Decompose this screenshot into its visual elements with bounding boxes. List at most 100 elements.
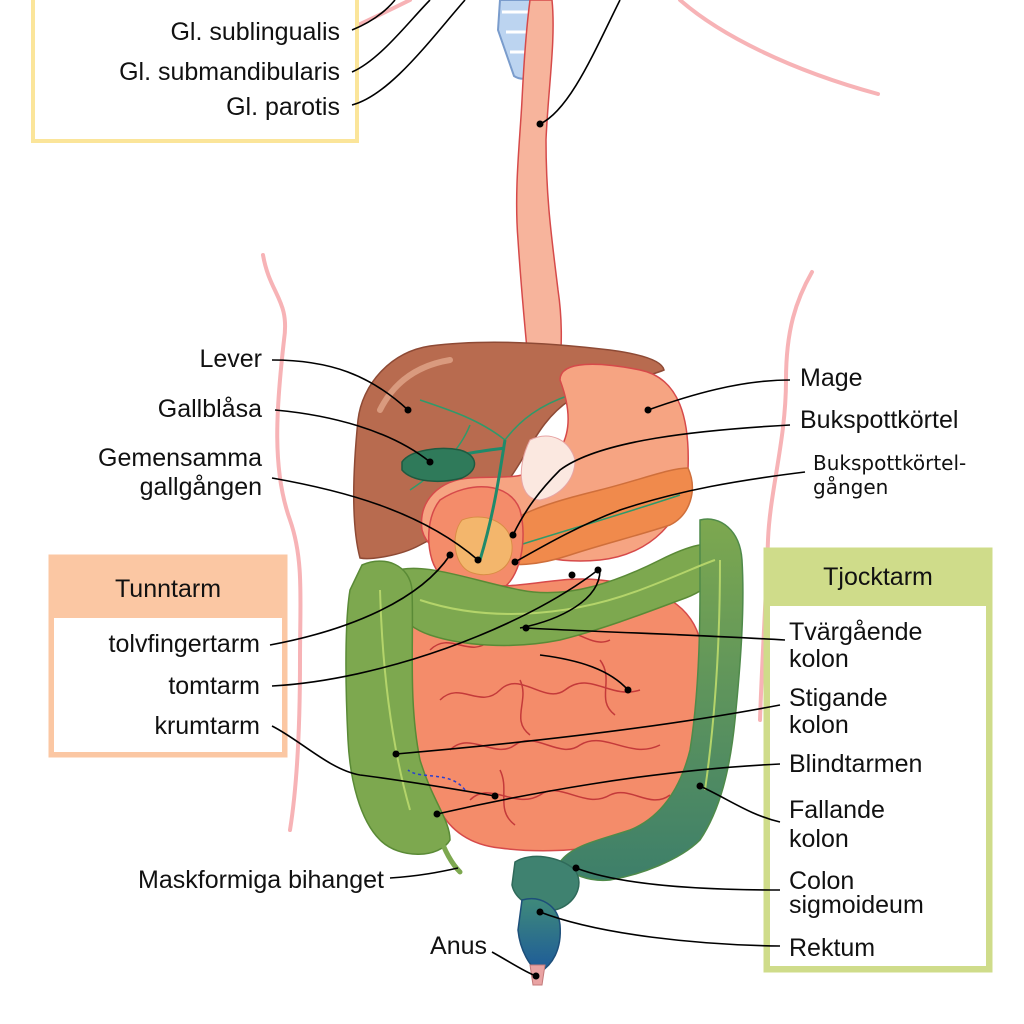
leader-sigmoid bbox=[575, 867, 781, 891]
label-descending-1: Fallande bbox=[789, 796, 885, 824]
dot-gallbladder bbox=[426, 458, 434, 466]
label-anus: Anus bbox=[430, 932, 487, 960]
torso-left-line bbox=[261, 253, 303, 832]
dot-esophagus bbox=[536, 120, 544, 128]
label-submandibular: Gl. submandibularis bbox=[119, 58, 340, 86]
dot-liver bbox=[404, 406, 412, 414]
leader-jejunum-2 bbox=[519, 569, 601, 629]
leader-parotid bbox=[351, 0, 466, 106]
gallbladder bbox=[401, 447, 476, 483]
label-stomach: Mage bbox=[800, 364, 863, 392]
large-intestine-header: Tjocktarm bbox=[823, 563, 933, 591]
salivary-glands-box bbox=[31, 0, 359, 143]
label-transverse-2: kolon bbox=[789, 645, 849, 673]
stomach-inner bbox=[520, 435, 576, 501]
leader-duodenum bbox=[269, 554, 451, 646]
leader-bile-duct bbox=[271, 477, 479, 561]
leader-ileum bbox=[271, 725, 496, 797]
colon-taenia bbox=[379, 559, 721, 811]
leader-ileum-loop bbox=[539, 654, 629, 691]
leader-descending bbox=[699, 785, 781, 823]
label-parotid: Gl. parotis bbox=[226, 93, 340, 121]
dot-transverse bbox=[522, 624, 530, 632]
vessel-1 bbox=[419, 399, 506, 441]
pancreatic-duct-line bbox=[509, 494, 681, 549]
leader-cecum bbox=[436, 763, 781, 815]
leader-lines bbox=[269, 0, 806, 977]
small-intestine-list-box bbox=[54, 618, 282, 752]
leader-transverse bbox=[525, 627, 786, 641]
dot-ascending bbox=[392, 750, 400, 758]
large-intestine-list-box bbox=[770, 606, 986, 966]
label-rectum: Rektum bbox=[789, 934, 875, 962]
dot-cecum bbox=[433, 810, 441, 818]
bile-duct-main bbox=[478, 439, 507, 561]
coil-2 bbox=[439, 682, 641, 701]
leader-liver bbox=[271, 359, 409, 411]
liver-highlight bbox=[377, 357, 453, 413]
label-gallbladder: Gallblåsa bbox=[158, 395, 262, 423]
label-transverse-1: Tvärgående bbox=[789, 618, 922, 646]
shoulder-right-line bbox=[678, 0, 880, 96]
coil-4 bbox=[469, 789, 671, 801]
large-intestine-labels: Tjocktarm Tvärgående kolon Stigande kolo… bbox=[789, 563, 933, 962]
dot-ileum-loop bbox=[624, 686, 632, 694]
leader-pancreas bbox=[512, 424, 791, 536]
leader-pancreatic-duct bbox=[514, 471, 806, 563]
label-pancreatic-duct-2: gången bbox=[813, 475, 888, 499]
leader-sublingual bbox=[351, 0, 396, 31]
label-pancreatic-duct-1: Bukspottkörtel- bbox=[813, 451, 966, 475]
taenia-desc bbox=[704, 559, 721, 791]
label-duodenum: tolvfingertarm bbox=[109, 630, 260, 658]
label-jejunum: tomtarm bbox=[168, 672, 260, 700]
dot-ileum bbox=[491, 792, 499, 800]
dot-sigmoid bbox=[572, 864, 580, 872]
dot-pancreas bbox=[509, 531, 517, 539]
leader-gallbladder bbox=[274, 409, 431, 463]
label-bile-duct-1: Gemensamma bbox=[98, 444, 262, 472]
small-intestine-header: Tunntarm bbox=[115, 575, 221, 603]
label-sigmoid-1: Colon bbox=[789, 867, 854, 895]
label-descending-2: kolon bbox=[789, 825, 849, 853]
label-sigmoid-2: sigmoideum bbox=[789, 891, 924, 919]
rectum bbox=[517, 898, 561, 973]
taenia-asc bbox=[379, 589, 411, 811]
dot-descending bbox=[696, 782, 704, 790]
dot-jejunum-2 bbox=[568, 571, 576, 579]
dot-stomach bbox=[644, 406, 652, 414]
dot-rectum bbox=[536, 908, 544, 916]
leader-appendix bbox=[389, 867, 459, 879]
taenia-trans bbox=[419, 559, 716, 615]
leader-dots bbox=[392, 120, 704, 980]
ileocecal-arrow bbox=[407, 769, 466, 791]
dot-bile-duct bbox=[474, 556, 482, 564]
coil-5 bbox=[519, 679, 531, 736]
organ-labels: Lever Gallblåsa Gemensamma gallgången Ma… bbox=[98, 345, 966, 960]
appendix bbox=[437, 833, 463, 875]
label-bile-duct-2: gallgången bbox=[140, 473, 262, 501]
leader-stomach bbox=[647, 379, 791, 411]
dot-anus bbox=[532, 972, 540, 980]
leader-submandibular bbox=[351, 0, 431, 73]
label-cecum: Blindtarmen bbox=[789, 750, 922, 778]
ascending-colon bbox=[345, 560, 451, 855]
leader-jejunum bbox=[271, 569, 599, 687]
leader-esophagus bbox=[539, 0, 621, 125]
label-liver: Lever bbox=[199, 345, 262, 373]
label-sublingual: Gl. sublingualis bbox=[170, 18, 340, 46]
dot-jejunum bbox=[594, 566, 602, 574]
leader-ascending bbox=[395, 704, 781, 755]
leader-rectum bbox=[539, 911, 781, 947]
label-pancreas: Bukspottkörtel bbox=[800, 406, 958, 434]
pancreas bbox=[489, 467, 693, 566]
dot-duodenum bbox=[446, 551, 454, 559]
salivary-labels: Gl. sublingualis Gl. submandibularis Gl.… bbox=[119, 18, 340, 121]
label-ileum: krumtarm bbox=[154, 712, 260, 740]
small-intestine-labels: Tunntarm tolvfingertarm tomtarm krumtarm bbox=[109, 575, 260, 740]
label-appendix: Maskformiga bihanget bbox=[138, 866, 384, 894]
label-ascending-1: Stigande bbox=[789, 684, 888, 712]
dot-pancreatic-duct bbox=[511, 558, 519, 566]
coil-6 bbox=[599, 659, 616, 716]
label-ascending-2: kolon bbox=[789, 711, 849, 739]
